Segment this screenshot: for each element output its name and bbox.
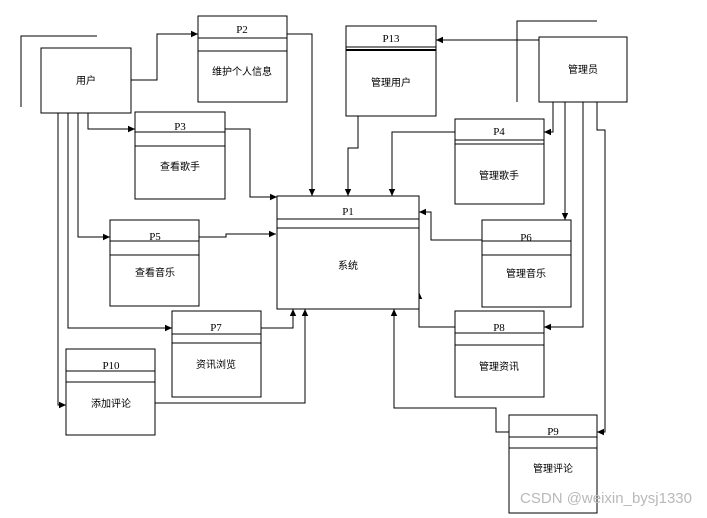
entity-user-shadow — [20, 35, 97, 107]
process-p8-id: P8 — [493, 322, 505, 334]
flow-p6-p1 — [419, 208, 482, 241]
flow-admin-p4 — [544, 102, 554, 136]
process-p8-box — [454, 310, 545, 398]
entity-user-box — [40, 47, 132, 114]
process-p6: P6 管理音乐 — [481, 219, 572, 308]
entity-admin-shadow — [516, 20, 597, 102]
process-p10-label: 添加评论 — [91, 397, 131, 410]
flow-p2-p1 — [287, 33, 316, 196]
flow-user-p5 — [77, 113, 110, 241]
flow-p5-p1 — [199, 230, 276, 238]
flow-admin-p8 — [544, 102, 584, 331]
process-p10: P10 添加评论 — [65, 348, 156, 436]
process-p13-box — [345, 25, 437, 117]
process-p5-label: 查看音乐 — [135, 266, 175, 279]
process-p7-id: P7 — [210, 322, 222, 334]
process-p2-box — [197, 15, 288, 103]
process-p1: P1 系统 — [276, 195, 420, 310]
process-p3: P3 查看歌手 — [134, 111, 226, 200]
process-p13: P13 管理用户 — [345, 25, 437, 117]
flow-p4-p1 — [388, 131, 455, 196]
entity-user-label: 用户 — [76, 74, 96, 87]
process-p5-box — [109, 219, 200, 307]
process-p13-label: 管理用户 — [371, 76, 411, 89]
process-p9-id: P9 — [547, 426, 559, 438]
process-p9: P9 管理评论 — [508, 414, 598, 514]
flow-p7-p1 — [261, 309, 297, 329]
process-p3-label: 查看歌手 — [160, 160, 200, 173]
process-p4-id: P4 — [493, 126, 505, 138]
process-p7-label: 资讯浏览 — [196, 358, 236, 371]
process-p1-box — [276, 195, 420, 310]
flow-p9-p1 — [390, 309, 509, 433]
process-p4-label: 管理歌手 — [479, 169, 519, 182]
entity-user: 用户 — [20, 35, 132, 114]
flow-p8-p1 — [415, 292, 455, 328]
entity-admin-label: 管理员 — [568, 63, 598, 76]
process-p6-id: P6 — [520, 232, 532, 244]
flow-p13-p1 — [344, 116, 359, 196]
flow-user-p2 — [131, 30, 198, 81]
flow-user-p10 — [57, 113, 66, 409]
process-p2-label: 维护个人信息 — [212, 65, 272, 78]
process-p5: P5 查看音乐 — [109, 219, 200, 307]
flow-connectors — [57, 30, 606, 436]
process-p10-id: P10 — [102, 360, 120, 372]
watermark-text: CSDN @weixin_bysj1330 — [520, 490, 692, 507]
flow-admin-p9 — [596, 102, 606, 436]
entity-admin: 管理员 — [516, 20, 628, 103]
flow-user-p7 — [67, 113, 172, 332]
process-p4-box — [454, 118, 545, 205]
process-p7-box — [171, 310, 262, 398]
process-p1-id: P1 — [342, 206, 354, 218]
flow-p10-p1 — [155, 309, 309, 404]
process-p2-id: P2 — [236, 24, 248, 36]
process-p13-id: P13 — [382, 33, 400, 45]
process-p7: P7 资讯浏览 — [171, 310, 262, 398]
process-p1-label: 系统 — [338, 259, 358, 272]
process-p5-id: P5 — [149, 231, 161, 243]
process-p4: P4 管理歌手 — [454, 118, 545, 205]
process-p10-box — [65, 348, 156, 436]
process-p6-box — [481, 219, 572, 308]
process-p8: P8 管理资讯 — [454, 310, 545, 398]
process-p3-box — [134, 111, 226, 200]
process-p6-label: 管理音乐 — [506, 267, 546, 280]
entity-admin-box — [538, 36, 628, 103]
process-p8-label: 管理资讯 — [479, 360, 519, 373]
flow-p3-p1 — [225, 128, 277, 201]
process-p9-box — [508, 414, 598, 514]
flow-user-p3 — [87, 113, 135, 133]
process-p3-id: P3 — [174, 121, 186, 133]
process-p9-label: 管理评论 — [533, 462, 573, 475]
process-p2: P2 维护个人信息 — [197, 15, 288, 103]
